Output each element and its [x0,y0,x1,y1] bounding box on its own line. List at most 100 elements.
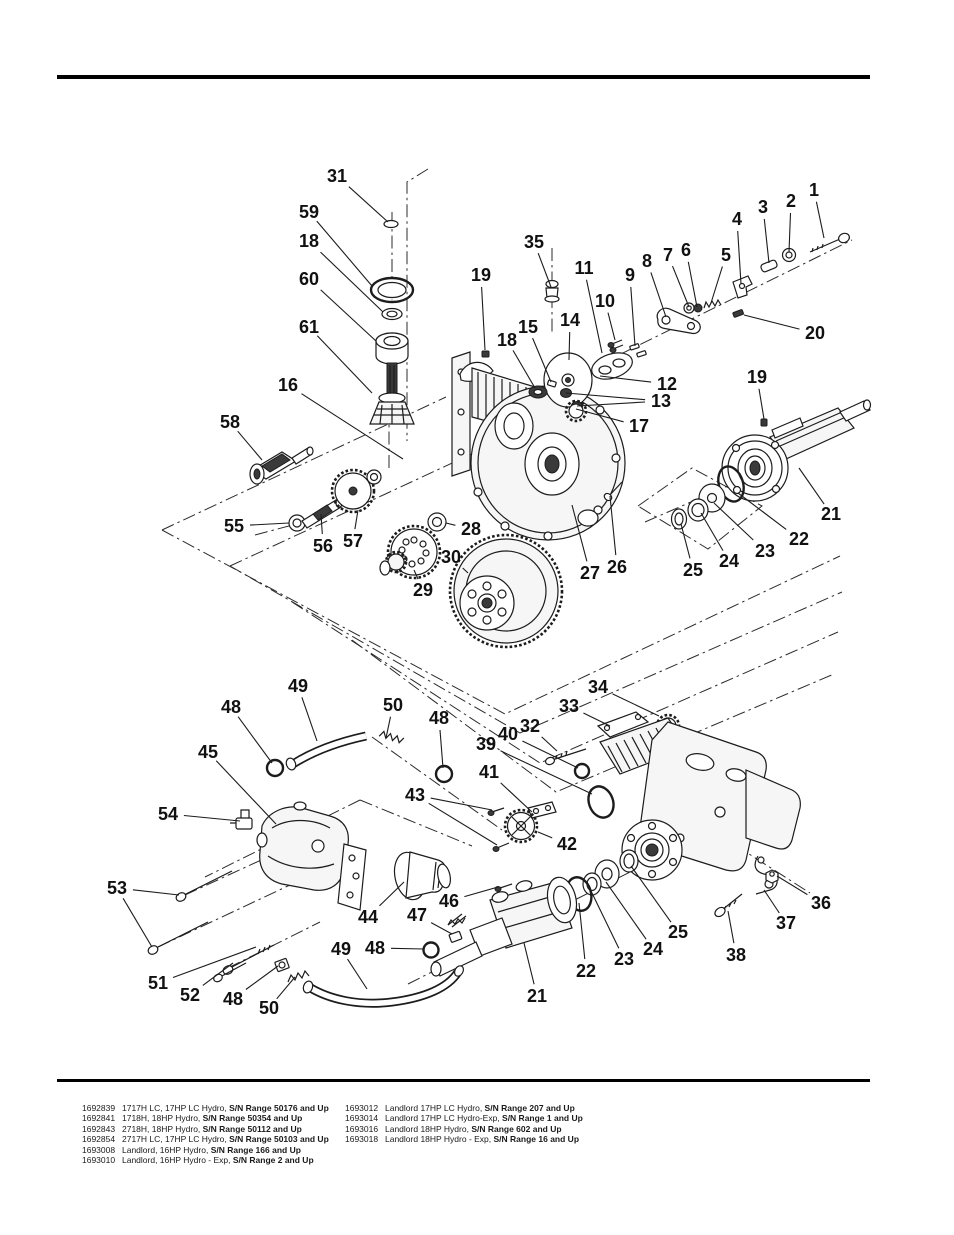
footer-rule [57,1079,870,1082]
callout-leader [583,712,611,727]
callout-leader [788,212,792,253]
callout-leader [428,802,498,846]
callout-30: 30 [441,547,461,567]
callout-4: 4 [732,209,742,229]
callout-11: 11 [574,258,593,278]
callout-29: 29 [413,580,433,600]
callout-leader [776,875,808,896]
callout-23: 23 [755,541,775,561]
footer-model-row: 1693018 Landlord 18HP Hydro - Exp, S/N Ra… [345,1134,583,1144]
callout-61: 61 [299,317,319,337]
callout-leader [183,814,241,822]
callout-58: 58 [220,412,240,432]
callout-leader [763,889,780,914]
part-number: 1693012 [345,1103,379,1113]
callout-leader [576,401,646,407]
callout-32: 32 [520,716,540,736]
callout-leader [512,350,536,389]
callout-21: 21 [821,504,841,524]
callout-leader [687,261,698,308]
callout-36: 36 [811,893,831,913]
part-number: 1693018 [345,1134,379,1145]
callout-42: 42 [557,834,577,854]
callout-leader [301,393,404,460]
callout-leader [737,230,742,285]
callout-leader [537,253,552,288]
model-description: 1718H, 18HP Hydro, S/N Range 50354 and U… [122,1113,303,1124]
callout-5: 5 [721,245,731,265]
callout-20: 20 [805,323,825,343]
callout-leader [379,881,405,907]
callout-52: 52 [180,985,200,1005]
callout-leader [737,492,787,530]
callout-19: 19 [471,265,491,285]
callout-leader [122,898,153,948]
callout-leader [347,958,368,990]
callout-39: 39 [476,734,496,754]
part-hydro-unit [487,711,801,918]
callout-leader [500,750,593,795]
callout-leader [237,430,263,461]
callout-leader [390,947,425,950]
callout-31: 31 [327,166,347,186]
callout-leader [202,962,234,986]
model-description: 1717H LC, 17HP LC Hydro, S/N Range 50176… [122,1103,329,1113]
part-brake-control-group [481,232,850,502]
callout-33: 33 [559,696,579,716]
callout-44: 44 [358,907,378,927]
callout-9: 9 [625,265,635,285]
part-number: 1693016 [345,1123,379,1134]
model-description: Landlord 18HP Hydro - Exp, S/N Range 16 … [385,1134,580,1145]
part-gear-train [249,446,564,649]
callout-60: 60 [299,269,319,289]
callout-leader [413,569,419,580]
callout-leader [571,504,588,562]
callout-leader [523,942,535,985]
callout-22: 22 [789,529,809,549]
callout-leader [249,522,290,526]
callout-leader [301,697,318,742]
callout-leader [320,513,323,535]
callout-leader [578,902,586,960]
model-description: Landlord, 16HP Hydro - Exp, S/N Range 2 … [122,1155,314,1166]
callout-leader [354,509,359,530]
callout-48: 48 [429,708,449,728]
model-description: Landlord, 16HP Hydro, S/N Range 166 and … [122,1144,301,1155]
callout-leader [815,201,825,239]
callout-53: 53 [107,878,127,898]
callout-leader [575,408,624,423]
callout-28: 28 [461,519,481,539]
callout-leader [568,331,571,361]
callout-48: 48 [221,697,241,717]
callout-49: 49 [331,939,351,959]
part-transaxle-case [451,351,626,541]
callout-3: 3 [758,197,768,217]
callout-leader [320,251,384,313]
callout-47: 47 [407,905,427,925]
callout-55: 55 [224,516,244,536]
callout-8: 8 [642,251,652,271]
callout-leader [537,831,553,839]
callout-leader [385,716,392,739]
callout-18: 18 [299,231,319,251]
callout-48: 48 [365,938,385,958]
callout-leader [605,881,647,940]
part-number: 1692841 [82,1113,116,1124]
callout-leader [522,740,579,769]
callout-leader [172,946,257,979]
callout-34: 34 [588,677,608,697]
callout-17: 17 [629,416,649,436]
callout-leader [713,502,754,541]
part-number: 1693014 [345,1113,379,1124]
part-axle-housing-right [670,399,872,530]
callout-leader [430,922,453,935]
part-number: 1692839 [82,1103,116,1113]
callout-leader [609,495,617,556]
part-number: 1692843 [82,1123,116,1134]
callout-leader [445,522,456,526]
callout-13: 13 [651,391,671,411]
